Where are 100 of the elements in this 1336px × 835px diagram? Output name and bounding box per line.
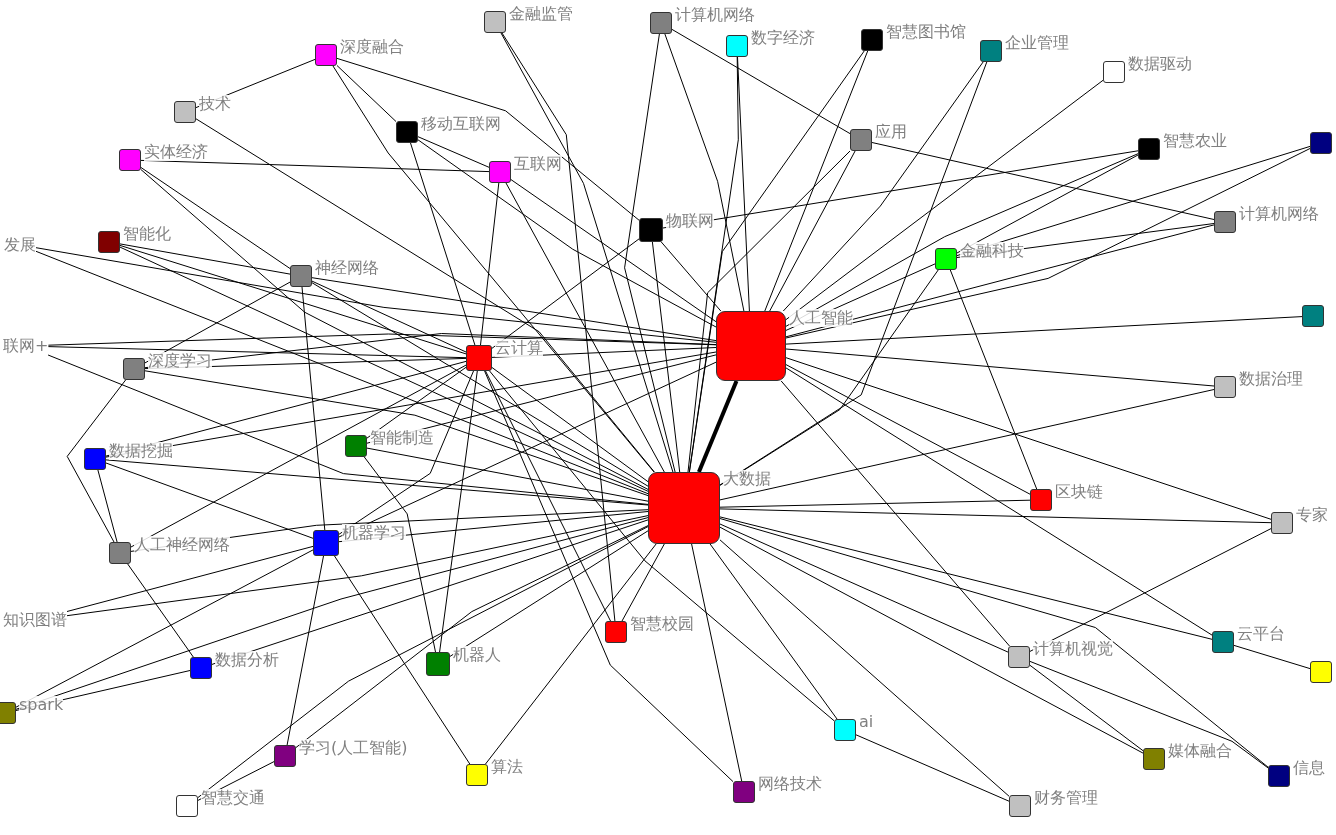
connector-line bbox=[764, 50, 869, 312]
connector-line bbox=[311, 277, 717, 342]
connector-line bbox=[144, 281, 291, 364]
connector-line bbox=[660, 241, 722, 312]
connector-line bbox=[140, 159, 490, 173]
connector-line bbox=[785, 316, 1303, 345]
connector-line bbox=[780, 380, 1010, 647]
connector-line bbox=[621, 543, 665, 622]
connector-line bbox=[15, 549, 314, 708]
node-label: 数据挖掘 bbox=[109, 442, 173, 460]
connector-line bbox=[144, 333, 717, 369]
node-label: 网络技术 bbox=[758, 775, 822, 793]
connector-line bbox=[785, 79, 1104, 321]
connector-line bbox=[709, 543, 838, 720]
connector-line bbox=[719, 508, 1272, 524]
node-label: 金融科技 bbox=[960, 242, 1024, 260]
node-label: 深度融合 bbox=[340, 38, 404, 56]
node-label: 财务管理 bbox=[1034, 789, 1098, 807]
connector-line bbox=[785, 357, 1272, 520]
node-label: 知识图谱 bbox=[3, 611, 67, 629]
connector-line bbox=[295, 525, 649, 748]
connector-line bbox=[1029, 660, 1269, 769]
node-label: 金融监管 bbox=[509, 5, 573, 23]
node-label: 计算机网络 bbox=[1239, 205, 1319, 223]
node-label: 人工神经网络 bbox=[134, 536, 230, 554]
connector-line bbox=[691, 543, 743, 782]
connector-line bbox=[1233, 644, 1311, 670]
connector-line bbox=[130, 364, 467, 548]
connector-line bbox=[119, 244, 467, 355]
connector-line bbox=[785, 348, 1215, 387]
connector-line bbox=[119, 243, 291, 275]
node-label: 技术 bbox=[199, 95, 231, 113]
connector-line bbox=[785, 153, 1139, 327]
connector-line bbox=[719, 499, 1031, 508]
node-label: 数据分析 bbox=[215, 651, 279, 669]
connector-line bbox=[785, 364, 1031, 495]
node-label: 专家 bbox=[1296, 506, 1328, 524]
connector-line bbox=[105, 462, 314, 539]
connector-line bbox=[480, 182, 500, 346]
node-label: 云平台 bbox=[1237, 625, 1285, 643]
connector-line bbox=[719, 523, 1009, 653]
connector-line bbox=[301, 286, 326, 531]
connector-line bbox=[449, 530, 649, 657]
node-label: 智慧农业 bbox=[1163, 132, 1227, 150]
connector-line bbox=[66, 545, 314, 612]
connector-line bbox=[127, 563, 194, 658]
node-label: 数字经济 bbox=[751, 29, 815, 47]
node-label: 智慧图书馆 bbox=[886, 23, 966, 41]
connector-line bbox=[485, 370, 611, 622]
connector-line bbox=[489, 370, 835, 722]
connector-line bbox=[688, 50, 865, 473]
node-label: 媒体融合 bbox=[1168, 742, 1232, 760]
connector-line bbox=[491, 238, 640, 349]
node-label: 移动互联网 bbox=[421, 115, 501, 133]
connector-line bbox=[624, 33, 676, 473]
node-label: 深度学习 bbox=[148, 352, 212, 370]
connector-line bbox=[1029, 528, 1272, 652]
connector-line bbox=[785, 148, 1311, 339]
node-label: 云计算 bbox=[495, 339, 543, 357]
node-label: 神经网络 bbox=[315, 259, 379, 277]
connector-line bbox=[505, 182, 665, 473]
connector-line bbox=[336, 65, 397, 122]
connector-line bbox=[211, 519, 649, 665]
node-label: 应用 bbox=[875, 123, 907, 141]
connector-line bbox=[719, 516, 1213, 640]
node-label: 智能化 bbox=[123, 225, 171, 243]
connector-line bbox=[410, 142, 476, 346]
connector-line bbox=[144, 370, 649, 497]
connector-line bbox=[949, 269, 1038, 490]
node-label: 互联网 bbox=[514, 155, 562, 173]
connector-line bbox=[366, 366, 467, 439]
connector-line bbox=[47, 346, 467, 359]
connector-line bbox=[501, 32, 616, 622]
connector-line bbox=[334, 555, 471, 765]
connector-line bbox=[105, 351, 717, 458]
connector-line bbox=[719, 518, 1269, 768]
connector-line bbox=[66, 379, 127, 543]
node-label: 智能制造 bbox=[370, 429, 434, 447]
connector-line bbox=[500, 32, 674, 473]
connector-line bbox=[719, 539, 1010, 797]
node-label: 数据驱动 bbox=[1128, 55, 1192, 73]
connector-line bbox=[719, 389, 1215, 501]
connector-line bbox=[140, 169, 649, 490]
node-label: 实体经济 bbox=[144, 143, 208, 161]
connector-line bbox=[338, 370, 474, 535]
connector-line bbox=[363, 456, 436, 653]
connector-line bbox=[1029, 664, 1144, 752]
connector-line bbox=[35, 250, 649, 495]
connector-line bbox=[35, 247, 717, 343]
connector-line bbox=[785, 367, 1213, 636]
node-label: 物联网 bbox=[666, 212, 714, 230]
connector-line bbox=[97, 469, 118, 543]
node-label: 计算机视觉 bbox=[1033, 640, 1113, 658]
node-label: 学习(人工智能) bbox=[299, 739, 408, 757]
node-label: 算法 bbox=[491, 758, 523, 776]
connector-line bbox=[366, 447, 649, 502]
connector-line bbox=[140, 167, 291, 269]
node-label: spark bbox=[19, 696, 64, 714]
connector-line bbox=[119, 246, 649, 492]
node-label: 大数据 bbox=[723, 470, 771, 488]
